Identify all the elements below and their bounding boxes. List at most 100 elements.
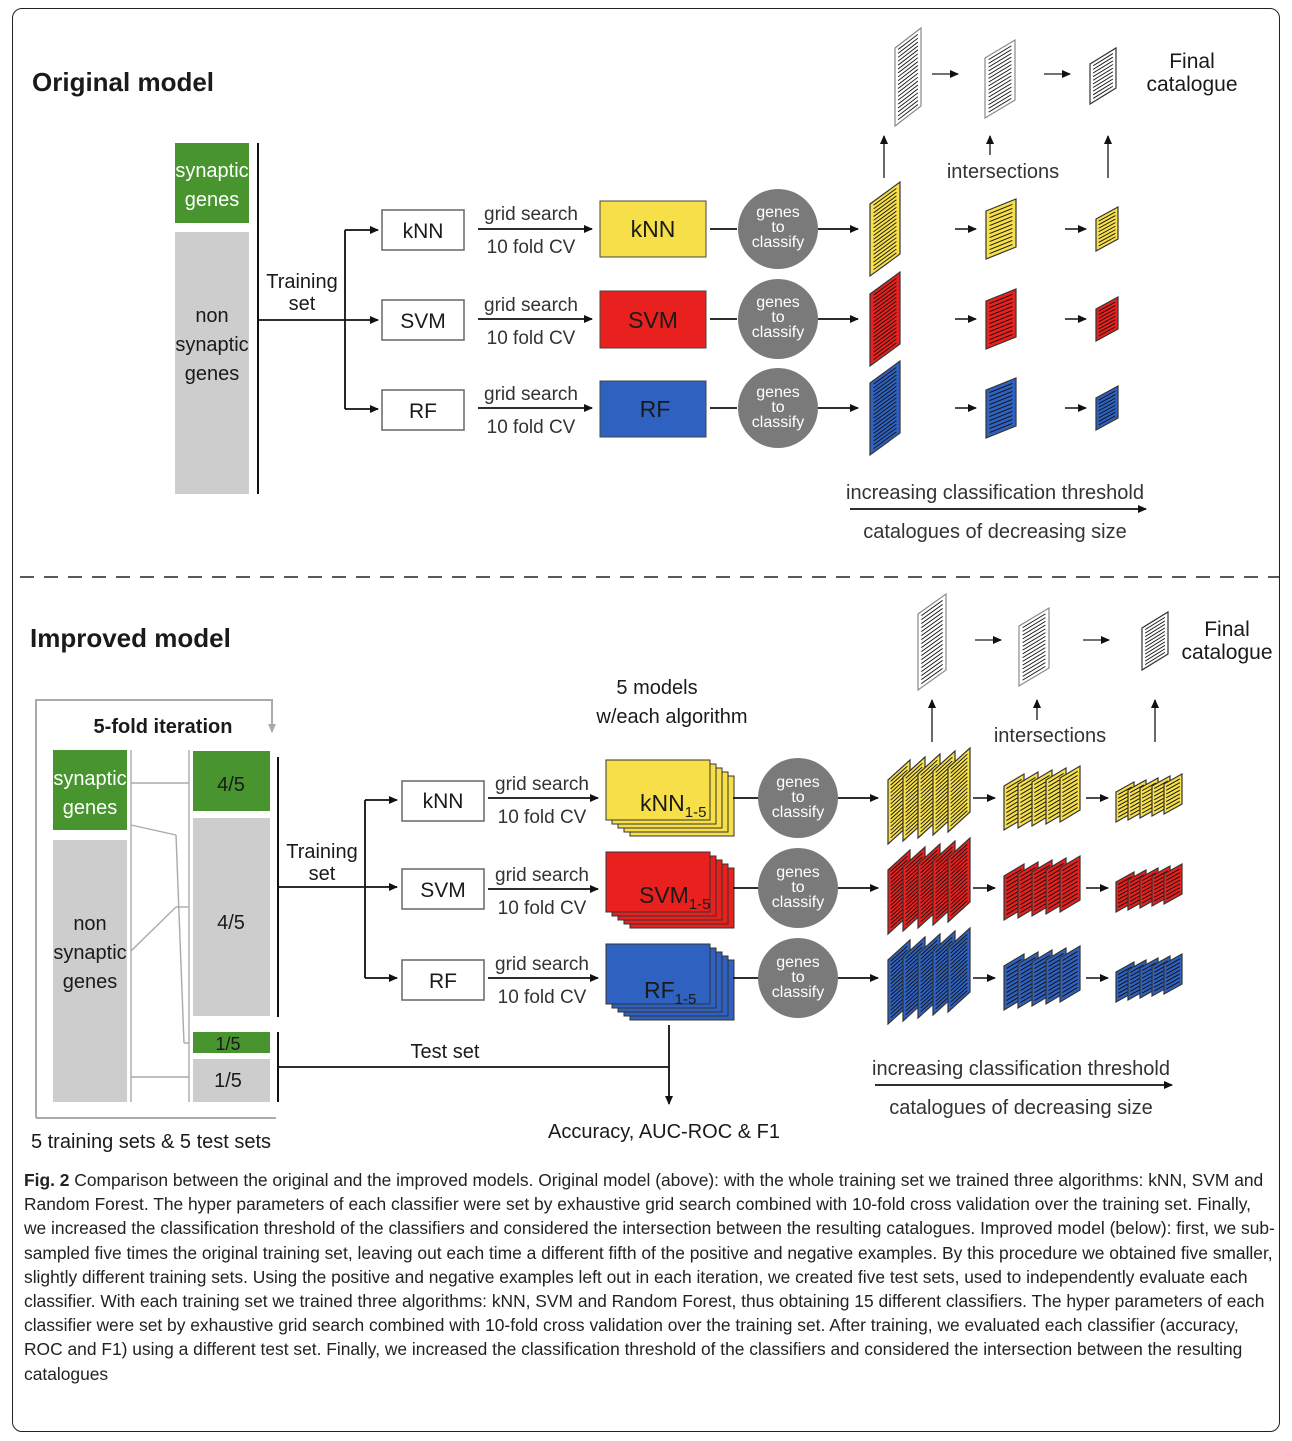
intersections-label: intersections xyxy=(947,161,1059,183)
catalogue-sheet-svm xyxy=(947,836,971,924)
caption-text: Comparison between the original and the … xyxy=(24,1170,1275,1384)
catalogue-sheet-rf xyxy=(985,377,1017,439)
training-set-label-line2: set xyxy=(289,293,316,315)
algorithm-label-rf: RF xyxy=(409,400,437,423)
non-synaptic-label-line3: genes xyxy=(185,363,240,385)
improved-model-title: Improved model xyxy=(30,623,231,653)
original-threshold-arrows xyxy=(955,225,1087,412)
split-connector-lines xyxy=(130,750,190,1102)
catalogue-sheet-svm xyxy=(1059,854,1081,914)
catalogue-sheet-knn xyxy=(1059,764,1081,824)
five-models-label-line2: w/each algorithm xyxy=(595,706,747,728)
final-catalogue-line1: Final xyxy=(1169,50,1215,73)
model-label-text: SVM xyxy=(639,882,689,908)
figure-frame xyxy=(12,8,1280,1432)
cv-label: 10 fold CV xyxy=(498,807,587,828)
bubble-text: classify xyxy=(752,414,804,431)
improved-intersection-arrows xyxy=(928,636,1159,742)
original-row-knn: kNN grid search 10 fold CV kNN genes to … xyxy=(381,189,859,269)
algorithm-label-knn: kNN xyxy=(403,220,444,243)
synaptic-label-line2: genes xyxy=(63,797,118,819)
sets-note-label: 5 training sets & 5 test sets xyxy=(31,1131,271,1153)
grid-search-label: grid search xyxy=(495,774,589,795)
improved-row-rf: RF grid search 10 fold CV xyxy=(401,954,599,1008)
bubble-text: genes xyxy=(756,384,800,401)
bubble-text: genes xyxy=(756,294,800,311)
original-branch-arrows xyxy=(344,226,379,413)
model-label-knn-1-5: kNN1-5 xyxy=(640,790,706,821)
bubble-text: classify xyxy=(772,804,824,821)
improved-threshold-arrows xyxy=(973,794,1109,982)
improved-row-knn: kNN grid search 10 fold CV xyxy=(401,774,599,828)
bubble-text: to xyxy=(771,399,784,416)
catalogue-sheet-svm xyxy=(1163,862,1183,906)
model-box-knn xyxy=(605,759,711,821)
catalogue-sheet-rf xyxy=(1095,384,1119,432)
decreasing-size-label: catalogues of decreasing size xyxy=(863,521,1127,543)
original-catalogue-sheets xyxy=(869,26,1119,457)
increasing-threshold-label: increasing classification threshold xyxy=(872,1058,1170,1080)
model-label-svm-1-5: SVM1-5 xyxy=(639,882,711,913)
cv-label: 10 fold CV xyxy=(487,417,576,438)
model-box-svm xyxy=(605,851,711,913)
genes-to-classify-bubble xyxy=(738,368,818,448)
fold-label-4-5: 4/5 xyxy=(217,912,245,934)
synaptic-label-line1: synaptic xyxy=(175,160,248,182)
model-label-rf: RF xyxy=(640,396,671,422)
catalogue-sheet-svm xyxy=(869,270,901,368)
intersections-label: intersections xyxy=(994,725,1106,747)
fold-label-1-5: 1/5 xyxy=(214,1070,242,1092)
bubble-text: genes xyxy=(756,204,800,221)
genes-to-classify-bubble xyxy=(738,279,818,359)
model-label-svm: SVM xyxy=(628,307,678,333)
genes-to-classify-bubble xyxy=(758,938,838,1018)
model-label-text: kNN xyxy=(640,790,685,816)
training-set-label-line1: Training xyxy=(266,271,338,293)
grid-search-label: grid search xyxy=(495,954,589,975)
final-catalogue-line2: catalogue xyxy=(1181,641,1272,664)
bubble-text: to xyxy=(791,879,804,896)
final-catalogue-sheet xyxy=(1141,610,1169,672)
model-box-rf xyxy=(605,943,711,1005)
non-synaptic-label-line3: genes xyxy=(63,971,118,993)
test-fold-synaptic xyxy=(193,1032,270,1053)
final-catalogue-sheet xyxy=(1089,46,1117,106)
test-set-label: Test set xyxy=(411,1041,480,1063)
bubble-text: classify xyxy=(772,894,824,911)
iteration-loop-arrow xyxy=(35,699,276,1118)
non-synaptic-label-line1: non xyxy=(195,305,228,327)
model-subscript: 1-5 xyxy=(675,991,697,1008)
intersection-sheet xyxy=(917,592,947,692)
non-synaptic-genes-bar xyxy=(175,232,249,494)
catalogue-sheet-svm xyxy=(1095,295,1119,343)
training-set-label-line2: set xyxy=(309,863,336,885)
non-synaptic-label-line2: synaptic xyxy=(175,334,248,356)
catalogue-sheet-svm xyxy=(985,288,1017,350)
catalogue-sheet-knn xyxy=(1163,772,1183,816)
genes-to-classify-bubble xyxy=(738,189,818,269)
figure-caption: Fig. 2 Comparison between the original a… xyxy=(24,1168,1276,1386)
original-row-rf: RF grid search 10 fold CV RF genes to cl… xyxy=(381,368,859,448)
bubble-text: to xyxy=(771,309,784,326)
training-set-label-line1: Training xyxy=(286,841,358,863)
bubble-text: to xyxy=(791,789,804,806)
synaptic-label-line1: synaptic xyxy=(53,768,126,790)
original-intersection-arrows xyxy=(880,70,1112,178)
model-comparison-diagram: Original model synaptic genes non synapt… xyxy=(20,26,1280,1153)
genes-to-classify-bubble xyxy=(758,758,838,838)
improved-catalogue-sheets xyxy=(887,592,1183,1026)
decreasing-size-label: catalogues of decreasing size xyxy=(889,1097,1153,1119)
original-model-title: Original model xyxy=(32,67,214,97)
algorithm-label-rf: RF xyxy=(429,970,457,993)
five-models-label-line1: 5 models xyxy=(616,677,697,699)
grid-search-label: grid search xyxy=(484,384,578,405)
model-stacks xyxy=(605,759,735,1021)
non-synaptic-label-line2: synaptic xyxy=(53,942,126,964)
training-fold-non-synaptic xyxy=(193,818,270,1016)
cv-label: 10 fold CV xyxy=(487,328,576,349)
model-subscript: 1-5 xyxy=(689,896,711,913)
test-fold-non-synaptic xyxy=(193,1059,270,1102)
metrics-label: Accuracy, AUC-ROC & F1 xyxy=(548,1121,780,1143)
catalogue-sheet-knn xyxy=(947,746,971,834)
model-label-text: RF xyxy=(644,977,675,1003)
